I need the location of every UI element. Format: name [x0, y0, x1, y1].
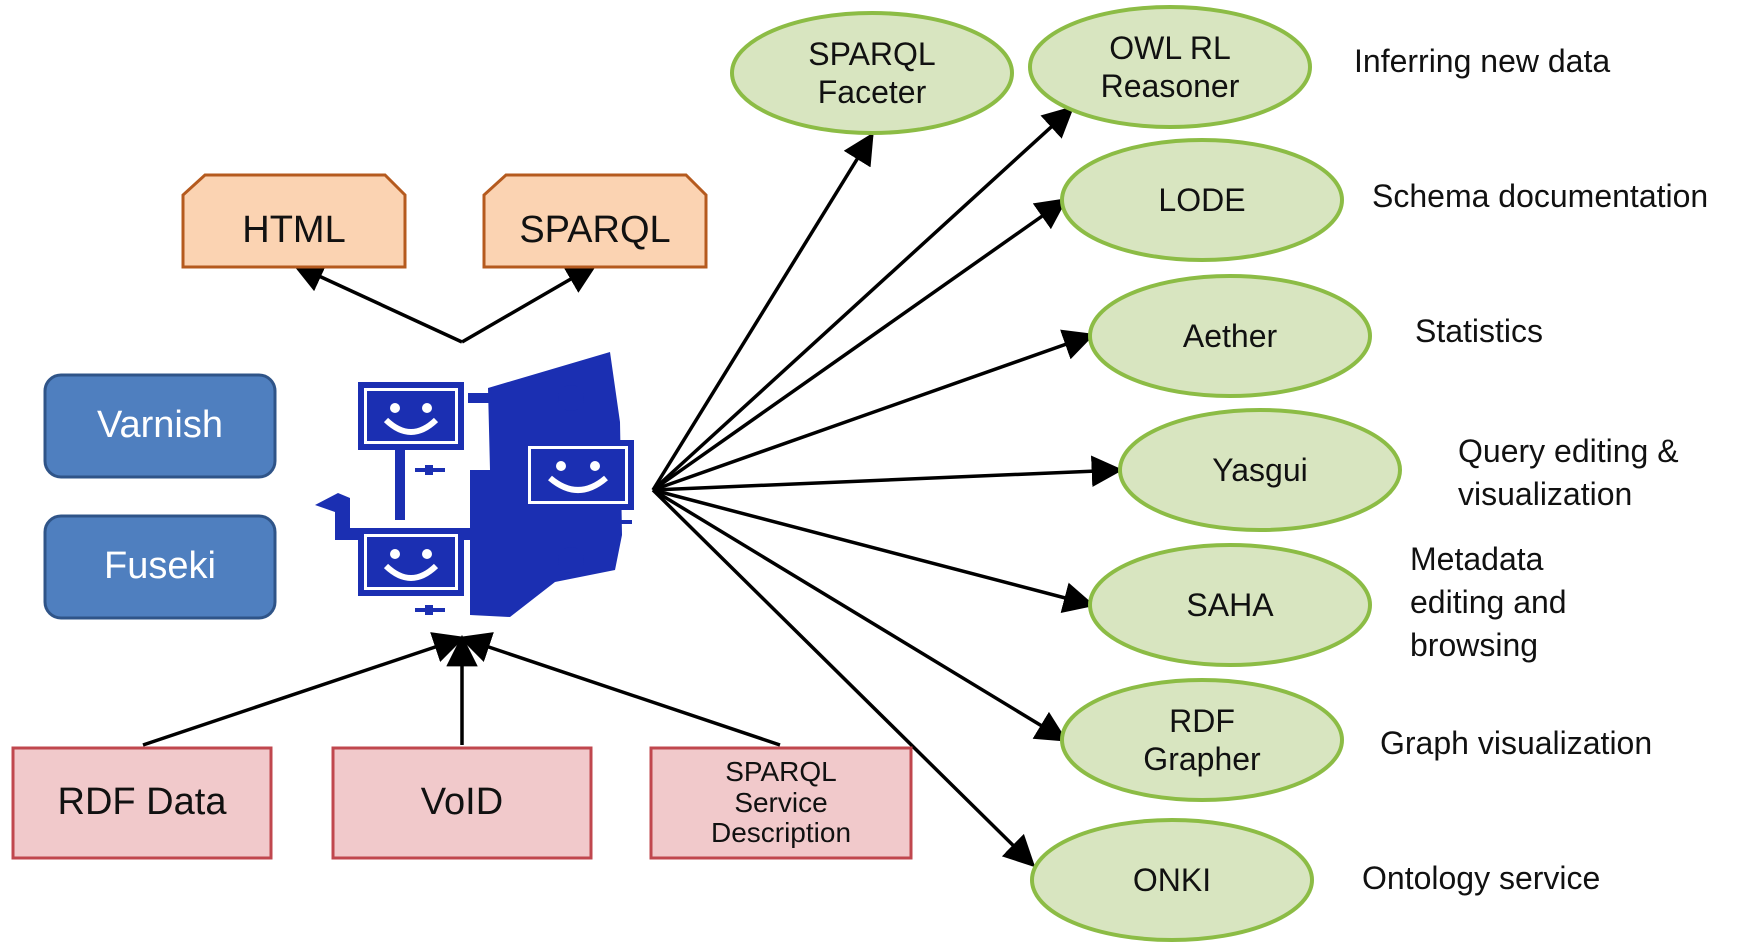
- connector-logo-sparql-faceter: [651, 132, 874, 491]
- saha-description: Metadata editing and browsing: [1410, 541, 1567, 664]
- connector-logo-aether: [652, 329, 1095, 492]
- varnish-box: [43, 373, 277, 479]
- connector-logo-lode: [651, 198, 1068, 492]
- lode-ellipse: [1060, 138, 1344, 262]
- owl-rl-reasoner-label: OWL RL Reasoner: [1100, 29, 1240, 104]
- void-box: [331, 746, 593, 860]
- sources: [11, 746, 913, 860]
- onki-ellipse: [1030, 818, 1314, 942]
- connector-logo-rdf-grapher: [652, 488, 1068, 742]
- void-label: VoID: [420, 781, 504, 824]
- owl-rl-reasoner-description: Inferring new data: [1354, 43, 1611, 79]
- aether-label: Aether: [1182, 317, 1278, 354]
- aether-description: Statistics: [1415, 313, 1544, 349]
- connector-logo-html: [292, 262, 463, 344]
- rdf-grapher-description: Graph visualization: [1380, 725, 1653, 761]
- yasgui-description: Query editing & visualization: [1458, 433, 1679, 513]
- connector-rdf-data-logo: [142, 632, 465, 747]
- saha-label: SAHA: [1186, 586, 1274, 623]
- output-formats: [181, 173, 708, 269]
- sparql-format-label: SPARQL: [519, 209, 671, 252]
- html-format-label: HTML: [242, 209, 346, 252]
- fuseki-label: Fuseki: [104, 545, 216, 588]
- sparql-format-box: [482, 173, 708, 269]
- rdf-data-label: RDF Data: [57, 781, 227, 824]
- connector-logo-sparql: [461, 263, 598, 344]
- onki-description: Ontology service: [1362, 860, 1601, 896]
- yasgui-ellipse: [1118, 408, 1402, 532]
- fuseki-box: [43, 514, 277, 620]
- smiley-network-logo-icon: [315, 352, 634, 617]
- onki-label: ONKI: [1132, 861, 1212, 898]
- tools: [730, 5, 1402, 942]
- rdf-grapher-label: RDF Grapher: [1143, 702, 1261, 777]
- saha-ellipse: [1088, 543, 1372, 667]
- servers: [43, 373, 277, 620]
- varnish-label: Varnish: [96, 404, 224, 447]
- service-description-label: SPARQL Service Description: [710, 755, 852, 849]
- service-description-box: [649, 746, 913, 860]
- html-format-box: [181, 173, 407, 269]
- lode-label: LODE: [1158, 181, 1246, 218]
- rdf-data-box: [11, 746, 273, 860]
- lode-description: Schema documentation: [1372, 178, 1709, 214]
- connector-logo-saha: [652, 488, 1096, 614]
- sparql-faceter-ellipse: [730, 11, 1014, 135]
- sparql-faceter-label: SPARQL Faceter: [808, 35, 936, 110]
- aether-ellipse: [1088, 274, 1372, 398]
- yasgui-label: Yasgui: [1212, 451, 1308, 488]
- connector-service-description-logo: [459, 632, 781, 747]
- owl-rl-reasoner-ellipse: [1028, 5, 1312, 129]
- connectors: [142, 105, 1124, 868]
- connector-logo-owl-rl: [651, 105, 1075, 492]
- rdf-grapher-ellipse: [1060, 678, 1344, 802]
- connector-logo-yasgui: [652, 455, 1124, 492]
- connector-logo-onki: [651, 488, 1036, 868]
